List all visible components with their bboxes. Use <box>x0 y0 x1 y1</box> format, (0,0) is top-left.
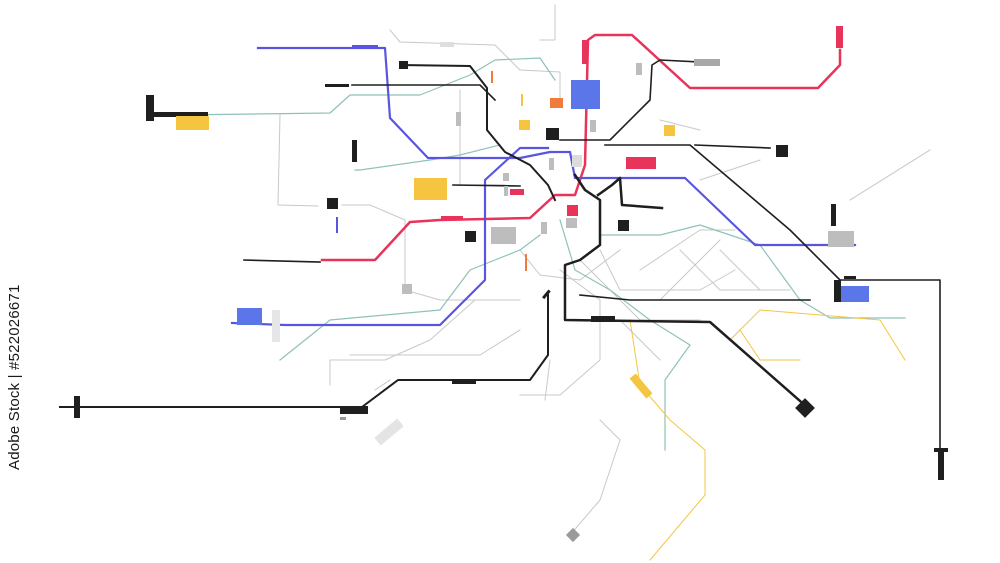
station-block-red <box>441 216 463 220</box>
station-block-yellow <box>414 178 447 200</box>
station-block-gray <box>272 310 280 342</box>
station-block-gray <box>340 417 346 420</box>
station-block-black <box>399 61 408 69</box>
station-block-gray <box>541 222 547 234</box>
station-block-red <box>567 205 578 216</box>
terminus-marker <box>146 95 154 121</box>
station-block-gray <box>828 231 854 247</box>
station-block-yellow <box>519 120 530 130</box>
station-block-yellow <box>629 373 653 399</box>
station-block-gray <box>694 59 720 66</box>
terminus-marker <box>150 112 208 117</box>
station-block-black <box>327 198 338 209</box>
black-line-west <box>59 294 549 408</box>
yellow-line <box>629 309 906 561</box>
station-block-black <box>546 128 559 140</box>
station-block-black <box>776 145 788 157</box>
station-block-gray <box>566 218 577 228</box>
terminus-marker <box>74 396 80 418</box>
terminus-marker <box>938 448 944 480</box>
station-block-black <box>352 140 357 162</box>
red-line <box>320 33 842 262</box>
station-block-gray <box>440 42 454 47</box>
black-line-east <box>243 59 941 466</box>
station-block-black <box>325 84 349 87</box>
station-block-black <box>542 289 551 300</box>
station-block-gray <box>374 418 404 446</box>
station-block-gray <box>456 112 461 126</box>
station-block-black <box>591 316 615 322</box>
station-diamond <box>565 527 581 543</box>
station-block-black <box>465 231 476 242</box>
station-block-gray <box>549 158 554 170</box>
station-block-black <box>831 204 836 226</box>
black-line-northwest <box>398 63 557 202</box>
station-block-black <box>340 406 368 414</box>
station-block-red <box>836 26 843 48</box>
station-block-gray <box>590 120 596 132</box>
teal-line <box>174 57 906 451</box>
station-block-black <box>618 220 629 231</box>
station-block-yellow <box>664 125 675 136</box>
station-block-gray <box>636 63 642 75</box>
terminus-marker <box>934 448 948 452</box>
station-block-red <box>510 189 524 195</box>
station-block-red <box>582 40 588 64</box>
station-block-black <box>834 280 841 302</box>
station-block-yellow <box>176 116 209 130</box>
station-markers <box>74 26 948 543</box>
station-block-gray <box>491 227 516 244</box>
station-block-black <box>452 379 476 384</box>
station-block-orange <box>550 98 563 108</box>
station-block-gray <box>572 155 582 167</box>
station-block-gray <box>503 173 509 181</box>
black-line-southeast <box>563 173 810 410</box>
station-block-slate <box>237 308 262 325</box>
station-block-slate <box>571 80 600 109</box>
accent-marks <box>336 71 527 271</box>
station-block-red <box>626 157 656 169</box>
stock-credit-text: Adobe Stock | #522026671 <box>6 284 23 470</box>
gray-lines <box>277 4 931 536</box>
station-diamond <box>795 398 815 418</box>
station-block-gray <box>402 284 412 294</box>
station-block-gray <box>504 186 508 196</box>
station-block-black <box>844 276 856 279</box>
station-block-slate <box>841 286 869 302</box>
station-block-blue <box>352 45 378 49</box>
blue-line <box>230 46 857 327</box>
